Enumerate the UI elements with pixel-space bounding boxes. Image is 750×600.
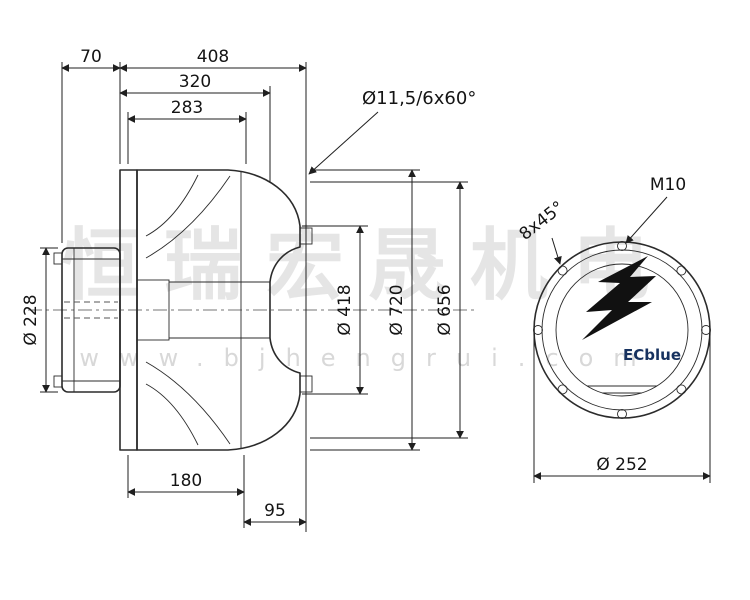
leader-line-holes [308,111,379,175]
dim-label-320: 320 [179,72,211,92]
blade-curve-3 [145,361,231,445]
impeller [136,169,313,451]
bolt-hole [676,384,687,395]
dim-label-m10: M10 [650,175,686,195]
blade-curve-2 [145,174,199,237]
motor-stud-bottom [53,375,63,388]
dim-label-228: Ø 228 [21,294,41,345]
motor-body [53,247,121,393]
side-view [28,169,478,451]
bolt-hole [617,241,627,251]
bolt-hole [676,265,687,276]
dim-label-408: 408 [197,47,229,67]
dim-label-180: 180 [170,471,202,491]
impeller-hub [136,279,170,341]
side-view-dimensions: 70 408 320 283 180 95 Ø11,5/6x60° Ø 228 … [21,47,476,532]
dimension-lines [42,64,464,526]
dim-label-283: 283 [171,98,203,118]
bolt-hole [533,325,543,335]
bolt-hole [701,325,711,335]
flange-inner-circle [541,249,703,411]
bolt-hole [617,409,627,419]
blade-curve-4 [145,383,199,446]
dim-label-holes: Ø11,5/6x60° [362,88,476,109]
dim-label-95: 95 [264,501,286,521]
flange-outer-circle [533,241,711,419]
leader-line-m10 [625,196,668,244]
dim-label-418: Ø 418 [335,284,355,335]
blade-curve-1 [145,175,231,259]
motor-stud-top [53,252,63,265]
motor-face-circle [555,263,689,397]
bolt-hole [557,384,568,395]
front-view: ECblue [533,241,711,419]
dim-label-656: Ø 656 [435,284,455,335]
brand-zigzag-logo [582,256,656,340]
bolt-hole [557,265,568,276]
bolt-holes [533,241,711,419]
dim-label-720: Ø 720 [387,284,407,335]
dim-label-70: 70 [80,47,102,67]
watermark-url-text: www.bjhengrui.com [79,344,656,372]
ecblue-label: ECblue [623,346,681,364]
watermark: 恒瑞宏晟机电 www.bjhengrui.com [62,221,674,372]
leader-line-8x45 [551,237,562,265]
dim-label-252: Ø 252 [596,455,647,475]
watermark-chinese-text: 恒瑞宏晟机电 [62,221,674,311]
